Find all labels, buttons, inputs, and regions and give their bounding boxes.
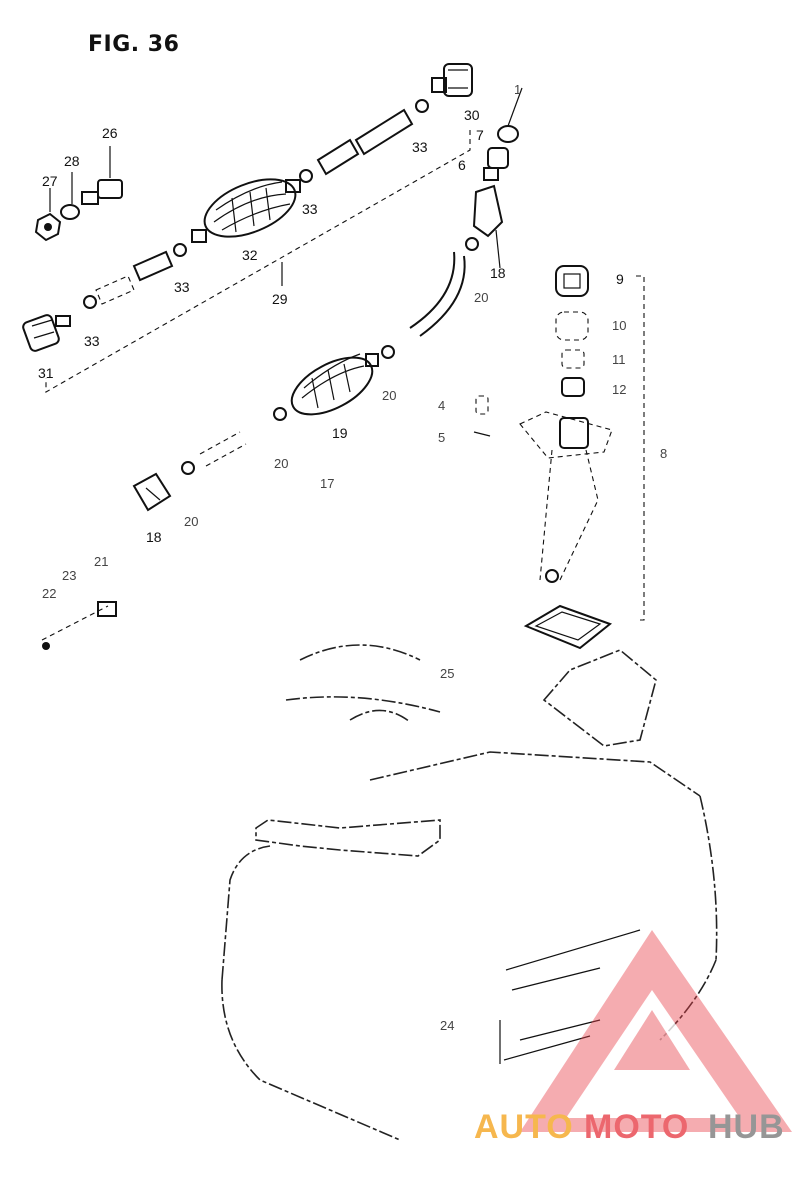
clamp-20-mid — [381, 345, 395, 359]
callout-7: 7 — [476, 127, 484, 143]
callout-32: 32 — [242, 247, 258, 263]
callout-19: 19 — [332, 425, 348, 441]
callout-31: 31 — [38, 365, 54, 381]
callout-10: 10 — [612, 318, 626, 333]
callout-30: 30 — [464, 107, 480, 123]
clamp-33-left — [83, 295, 97, 309]
callout-8: 8 — [660, 446, 667, 461]
fuel-hose-assembly-29 — [22, 63, 473, 393]
callout-1: 1 — [514, 82, 521, 97]
fitting-26 — [81, 146, 123, 205]
connector-31 — [22, 314, 71, 352]
callout-22: 22 — [42, 586, 56, 601]
callout-labels: 30 33 26 28 27 33 32 33 29 33 31 7 1 6 1… — [38, 82, 667, 1033]
gauge-plate-10 — [555, 311, 589, 341]
callout-24: 24 — [440, 1018, 454, 1033]
callout-33: 33 — [84, 333, 100, 349]
callout-9: 9 — [616, 271, 624, 287]
callout-18: 18 — [490, 265, 506, 281]
primer-bulb-32 — [191, 178, 301, 243]
callout-27: 27 — [42, 173, 58, 189]
hose-segment-upper — [316, 108, 414, 176]
callout-11: 11 — [612, 352, 626, 367]
callout-12: 12 — [612, 382, 626, 397]
small-fitting-4 — [473, 395, 491, 437]
callout-18: 18 — [146, 529, 162, 545]
callout-33: 33 — [412, 139, 428, 155]
figure-title: FIG. 36 — [88, 32, 180, 57]
callout-21: 21 — [94, 554, 108, 569]
callout-29: 29 — [272, 291, 288, 307]
clamp-20-left — [181, 461, 195, 475]
watermark-triangle-logo — [520, 930, 792, 1132]
washer-7 — [497, 87, 523, 143]
callout-5: 5 — [438, 430, 445, 445]
hose-segment-19-lower — [199, 431, 247, 467]
callout-25: 25 — [440, 666, 454, 681]
gauge-gasket-9 — [555, 265, 589, 297]
callout-20: 20 — [382, 388, 396, 403]
clamp-20-lower-right — [273, 407, 287, 421]
watermark-moto: MOTO — [584, 1108, 689, 1146]
callout-6: 6 — [458, 157, 466, 173]
hose-to-bulb-19 — [409, 251, 466, 337]
fitting-21-23 — [41, 601, 117, 650]
fuel-tank-24 — [221, 644, 718, 1141]
bracket-support — [542, 649, 657, 747]
assembly-bracket-29 — [45, 130, 471, 393]
callout-17: 17 — [320, 476, 334, 491]
clamp-20-upper — [465, 237, 479, 251]
connector-18-upper — [472, 184, 504, 269]
callout-23: 23 — [62, 568, 76, 583]
callout-20: 20 — [274, 456, 288, 471]
gauge-ring-11 — [561, 349, 585, 369]
connector-30 — [431, 63, 473, 97]
watermark-hub: HUB — [708, 1108, 785, 1146]
primer-bulb-19 — [290, 353, 379, 416]
callout-26: 26 — [102, 125, 118, 141]
callout-4: 4 — [438, 398, 445, 413]
callout-20: 20 — [184, 514, 198, 529]
washer-28 — [60, 172, 80, 220]
hose-segment-lower — [95, 250, 174, 305]
callout-33: 33 — [174, 279, 190, 295]
clamp-33-lower — [173, 243, 187, 257]
callout-20: 20 — [474, 290, 488, 305]
nut-27 — [34, 188, 62, 242]
automotohub-watermark: AUTO MOTO HUB — [474, 930, 792, 1146]
fuel-gauge-body-8 — [519, 275, 645, 621]
watermark-auto: AUTO — [474, 1108, 574, 1146]
clamp-33-mid — [299, 169, 313, 183]
fitting-6 — [483, 147, 509, 181]
gauge-gasket-plate — [523, 604, 613, 650]
connector-18-lower — [132, 472, 172, 512]
gauge-seal-12 — [561, 377, 585, 397]
clamp-33-top — [415, 99, 429, 113]
callout-33: 33 — [302, 201, 318, 217]
callout-28: 28 — [64, 153, 80, 169]
